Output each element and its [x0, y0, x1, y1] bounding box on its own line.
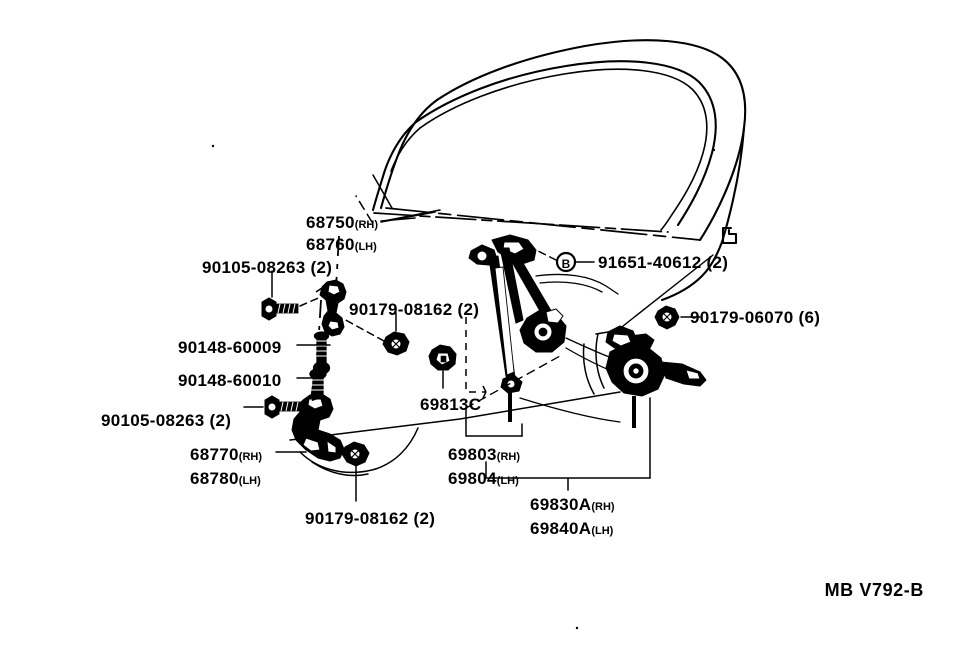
part-label-90105-08263-upper: 90105-08263 (2)	[202, 258, 333, 277]
part-label-90179-08162-lower: 90179-08162 (2)	[305, 509, 436, 528]
part-label-90105-08263-lower: 90105-08263 (2)	[101, 411, 232, 430]
registration-dots	[211, 144, 716, 630]
motor-bracket-outline	[582, 331, 609, 395]
clip-69813C-part	[428, 344, 457, 371]
bolt-90105-08263-upper-part	[261, 297, 299, 321]
nut-90179-06070-part	[654, 305, 680, 330]
door-rear-pillar	[660, 126, 746, 302]
power-window-motor-assembly	[605, 325, 707, 428]
long-diagonal-reference	[289, 391, 621, 441]
door-glass-edge	[390, 68, 708, 231]
upper-glass-run-bracket	[315, 279, 347, 337]
window-regulator-assembly	[468, 234, 567, 422]
part-label-90179-08162-upper: 90179-08162 (2)	[349, 300, 480, 319]
nut-90179-08162-upper-part	[382, 331, 410, 356]
clip-reference-dashed-box	[465, 317, 487, 399]
part-label-69830A-69840A: 69830A(RH) 69840A(LH)	[530, 495, 615, 538]
clipline-to-sector	[465, 355, 561, 409]
bolt-90105-08263-lower-part	[264, 395, 302, 419]
door-frame-weatherstrip	[371, 39, 747, 242]
part-label-68770-68780: 68770(RH) 68780(LH)	[190, 445, 262, 488]
part-label-68750-68760: 68750(RH) 68760(LH)	[306, 213, 378, 254]
part-label-91651-40612: 91651-40612 (2)	[598, 253, 729, 272]
screw-90148-60009-part	[312, 331, 331, 375]
run-channel-curve	[299, 427, 419, 477]
svg-text:B: B	[562, 257, 571, 271]
pillar-leader-line	[617, 254, 714, 331]
part-label-69803-69804: 69803(RH) 69804(LH)	[448, 445, 520, 488]
leader-68750-right	[383, 209, 441, 222]
part-label-90148-60009: 90148-60009	[178, 338, 282, 357]
nut-90179-08162-lower-part	[341, 441, 370, 467]
part-label-69813C: 69813C	[420, 395, 482, 414]
figure-code: MB V792-B	[824, 580, 924, 600]
glass-lower-edge	[373, 207, 701, 241]
part-label-90179-06070: 90179-06070 (6)	[690, 308, 821, 327]
part-label-90148-60010: 90148-60010	[178, 371, 282, 390]
screw-90148-60010-part	[309, 368, 327, 402]
leader-lines	[243, 248, 701, 502]
circled-b-marker: B	[555, 251, 577, 273]
